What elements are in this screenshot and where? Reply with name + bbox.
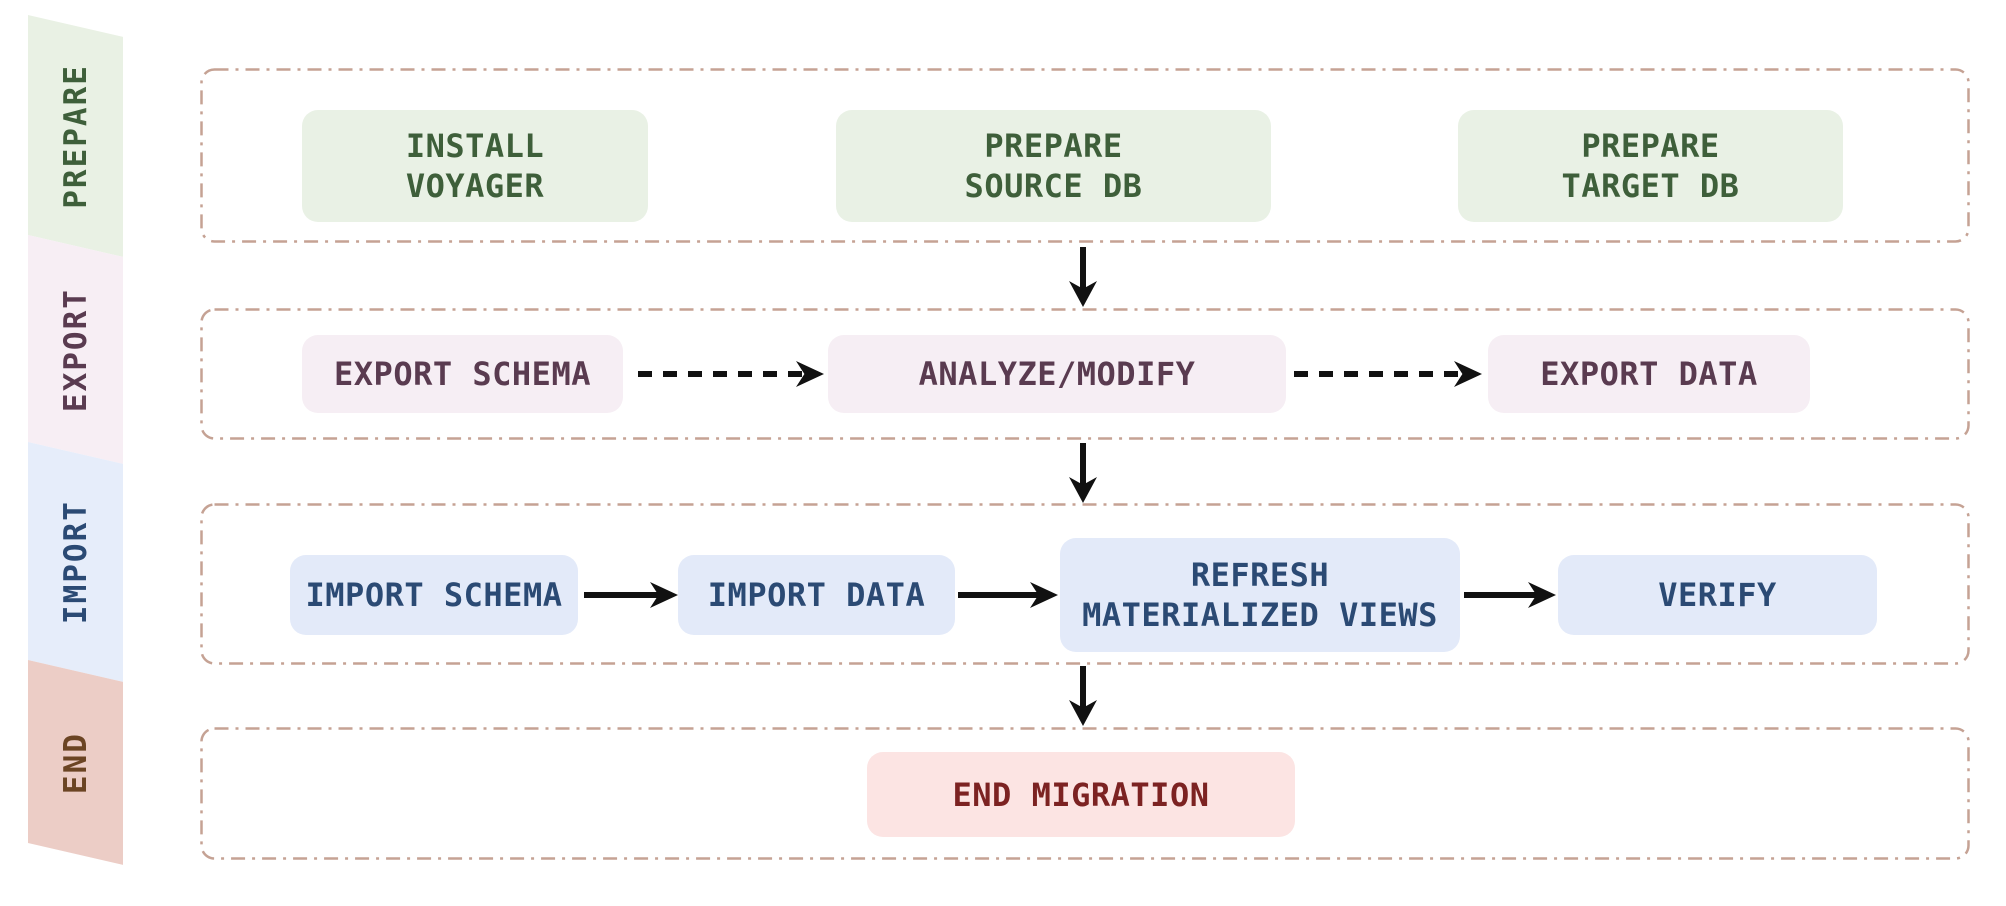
dash-dot-border [200, 727, 1970, 860]
node-import-data: IMPORT DATA [678, 555, 955, 635]
node-end-migration: END MIGRATION [867, 752, 1295, 837]
node-label-line: REFRESH [1190, 556, 1330, 594]
phase-container-export [200, 308, 1970, 440]
node-analyze-modify: ANALYZE/MODIFY [828, 335, 1286, 413]
arrow-export-to-import [1069, 443, 1097, 503]
node-label-line: INSTALL [405, 127, 545, 165]
dash-dot-border [200, 503, 1970, 665]
node-label-line: EXPORT SCHEMA [334, 355, 591, 393]
arrow-refresh-to-verify [1464, 581, 1556, 609]
arrow-import-schema-to-import-data [584, 581, 678, 609]
node-prepare-target-db: PREPARE TARGET DB [1458, 110, 1843, 222]
node-label-line: MATERIALIZED VIEWS [1082, 596, 1438, 634]
node-export-schema: EXPORT SCHEMA [302, 335, 623, 413]
phase-band-import: IMPORT [28, 442, 123, 682]
phase-label-prepare: PREPARE [57, 63, 94, 209]
node-prepare-source-db: PREPARE SOURCE DB [836, 110, 1271, 222]
node-label-line: END MIGRATION [952, 775, 1210, 814]
phase-band-end: END [28, 660, 123, 865]
node-label-line: IMPORT DATA [707, 576, 926, 614]
phase-container-end [200, 727, 1970, 860]
node-label-line: ANALYZE/MODIFY [918, 355, 1196, 393]
arrow-export-schema-to-analyze-modify [638, 360, 824, 388]
dash-dot-border [200, 68, 1970, 243]
node-label-line: PREPARE [1581, 127, 1720, 165]
arrow-analyze-modify-to-export-data [1294, 360, 1482, 388]
phase-band-prepare: PREPARE [28, 15, 123, 257]
node-label-line: VERIFY [1658, 576, 1777, 614]
phase-container-prepare [200, 68, 1970, 243]
node-label-line: IMPORT SCHEMA [305, 576, 563, 614]
node-export-data: EXPORT DATA [1488, 335, 1810, 413]
arrow-prepare-to-export [1069, 247, 1097, 307]
phase-container-import [200, 503, 1970, 665]
dash-dot-border [200, 308, 1970, 440]
phase-label-end: END [57, 731, 94, 794]
node-label-line: SOURCE DB [964, 167, 1143, 205]
arrow-import-to-end [1069, 666, 1097, 726]
node-import-schema: IMPORT SCHEMA [290, 555, 578, 635]
node-label-line: TARGET DB [1561, 167, 1740, 205]
node-verify: VERIFY [1558, 555, 1877, 635]
node-label-line: EXPORT DATA [1540, 355, 1758, 393]
node-label-line: PREPARE [984, 127, 1123, 165]
node-refresh-materialized-views: REFRESH MATERIALIZED VIEWS [1060, 538, 1460, 652]
phase-label-import: IMPORT [57, 499, 94, 624]
node-install-voyager: INSTALL VOYAGER [302, 110, 648, 222]
phase-band-export: EXPORT [28, 235, 123, 464]
arrow-import-data-to-refresh [958, 581, 1058, 609]
node-label-line: VOYAGER [405, 167, 545, 205]
phase-label-export: EXPORT [57, 287, 94, 412]
